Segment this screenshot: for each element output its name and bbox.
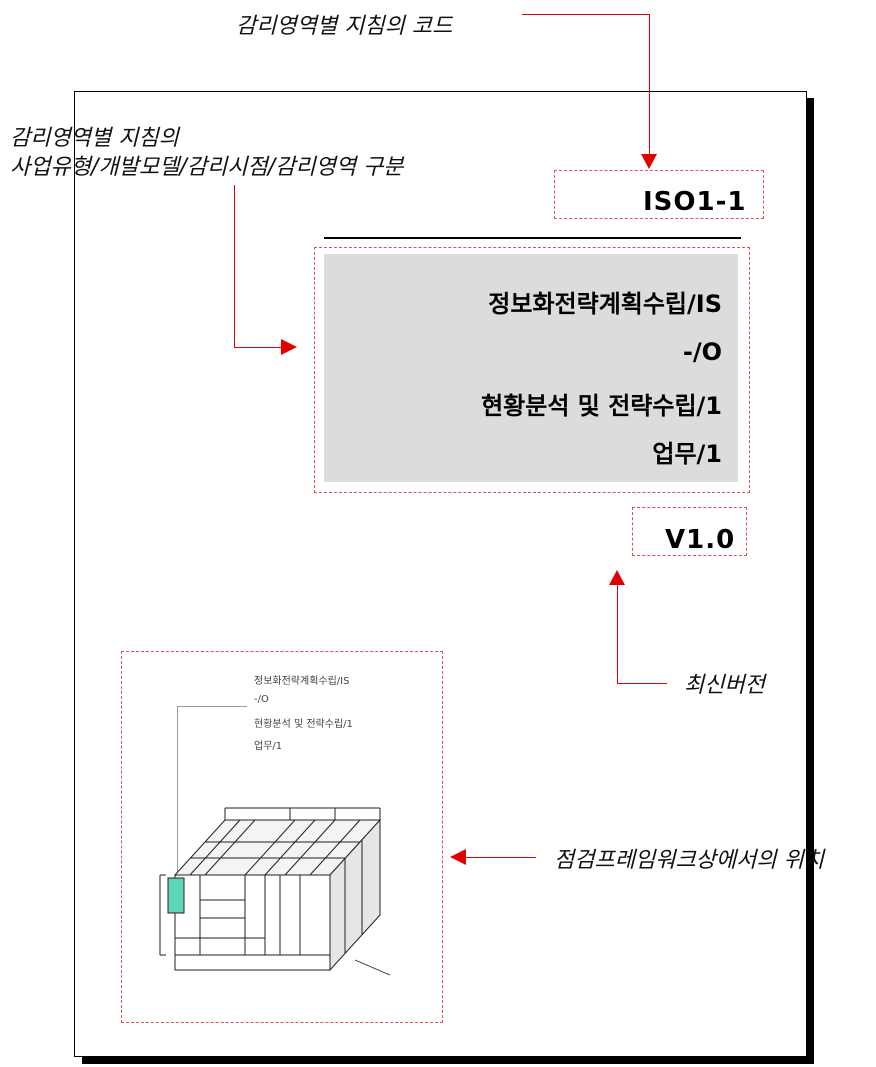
- title-panel: 정보화전략계획수립/IS -/O 현황분석 및 전략수립/1 업무/1: [324, 254, 738, 482]
- title-line-2: -/O: [682, 338, 722, 366]
- code-leader-v: [649, 14, 650, 156]
- classification-arrow: [281, 339, 297, 355]
- position-leader-h: [466, 857, 536, 858]
- annotation-version: 최신버전: [684, 673, 765, 698]
- version-box: [632, 507, 747, 556]
- page-shadow-bottom: [82, 1056, 814, 1064]
- thumbnail-title-line-2: -/O: [254, 694, 269, 705]
- annotation-classification-line1: 감리영역별 지침의: [10, 126, 179, 151]
- code-box: [554, 170, 764, 219]
- title-rule: [324, 237, 741, 239]
- version-leader-v: [617, 584, 618, 683]
- position-arrow: [450, 849, 466, 865]
- title-line-3: 현황분석 및 전략수립/1: [481, 392, 722, 420]
- title-box: [314, 247, 750, 493]
- document-version: V1.0: [665, 525, 736, 555]
- version-leader-h: [617, 683, 667, 684]
- annotation-code: 감리영역별 지침의 코드: [236, 14, 453, 39]
- framework-thumbnail-box: [121, 651, 443, 1023]
- version-arrow: [609, 570, 625, 585]
- annotation-classification-line2: 사업유형/개발모델/감리시점/감리영역 구분: [10, 155, 404, 180]
- thumbnail-title-line-4: 업무/1: [254, 741, 283, 752]
- annotation-position: 점검프레임워크상에서의 위치: [554, 848, 825, 873]
- page-shadow-right: [806, 98, 814, 1064]
- classification-leader-v: [234, 185, 235, 347]
- thumbnail-title-line-3: 현황분석 및 전략수립/1: [254, 719, 353, 730]
- title-line-4: 업무/1: [652, 440, 722, 468]
- code-leader-h: [522, 14, 649, 15]
- document-code: ISO1-1: [643, 187, 747, 217]
- title-line-1: 정보화전략계획수립/IS: [488, 290, 722, 318]
- thumbnail-leader-v: [177, 706, 178, 876]
- framework-cube-illustration: [159, 807, 391, 976]
- code-arrow: [641, 154, 657, 169]
- thumbnail-title-line-1: 정보화전략계획수립/IS: [254, 676, 350, 687]
- thumbnail-leader-h: [177, 706, 247, 707]
- classification-leader-h: [234, 347, 284, 348]
